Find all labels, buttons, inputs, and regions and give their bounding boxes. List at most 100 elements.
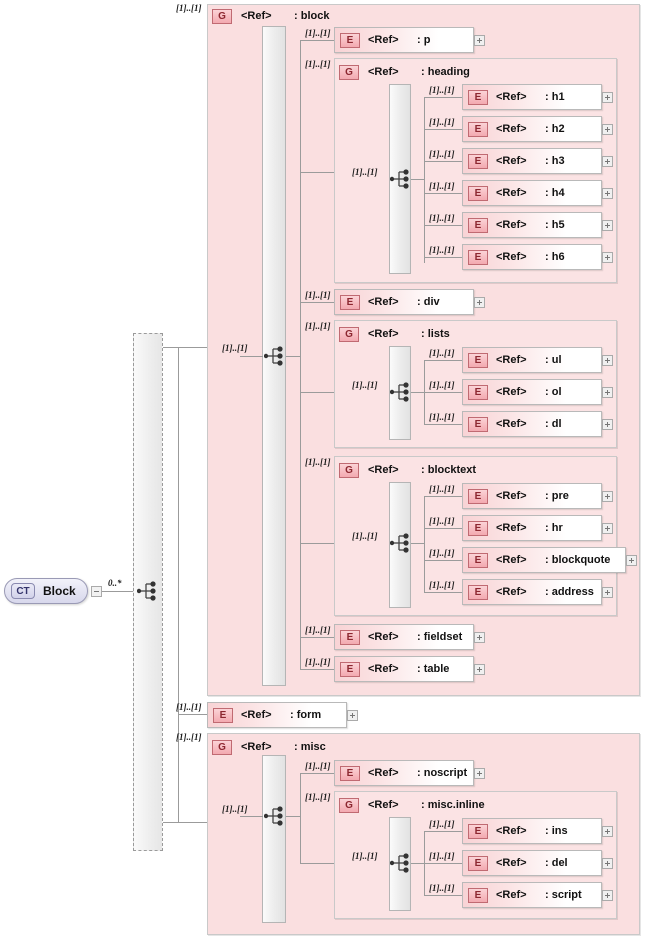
group-header-miscinline[interactable]: G <Ref> : misc.inline [339,795,485,815]
ref-label: <Ref> [368,464,399,476]
group-badge: G [339,462,359,478]
node-del[interactable]: E <Ref> : del [462,850,602,876]
cardinality-misc: [1]..[1] [176,732,202,742]
node-h4[interactable]: E <Ref> : h4 [462,180,602,206]
group-badge: G [339,64,359,80]
connector-h1 [424,97,462,98]
node-h1[interactable]: E <Ref> : h1 [462,84,602,110]
node-h3[interactable]: E <Ref> : h3 [462,148,602,174]
plus-icon[interactable] [626,555,637,566]
root-occurrence: 0..* [108,578,122,588]
cardinality-miscinline: [1]..[1] [305,792,331,802]
plus-icon[interactable] [602,156,613,167]
node-name-fieldset: : fieldset [417,631,463,643]
plus-icon[interactable] [474,35,485,46]
node-ul[interactable]: E <Ref> : ul [462,347,602,373]
ref-label: <Ref> [496,91,527,103]
node-name-script: : script [545,889,582,901]
miscinline-choice-bar[interactable] [389,817,411,911]
cardinality-p: [1]..[1] [305,28,331,38]
node-noscript[interactable]: E <Ref> : noscript [334,760,474,786]
group-header-lists[interactable]: G <Ref> : lists [339,324,450,344]
node-blockquote[interactable]: E <Ref> : blockquote [462,547,626,573]
element-badge: E [468,584,488,600]
node-ol[interactable]: E <Ref> : ol [462,379,602,405]
plus-icon[interactable] [602,587,613,598]
choice-icon [264,806,283,826]
node-name-dl: : dl [545,418,562,430]
node-name-ul: : ul [545,354,562,366]
plus-icon[interactable] [602,890,613,901]
plus-icon[interactable] [602,188,613,199]
group-name-miscinline: : misc.inline [421,799,485,811]
cardinality-hr: [1]..[1] [429,516,455,526]
plus-icon[interactable] [602,419,613,430]
group-name-heading: : heading [421,66,470,78]
plus-icon[interactable] [602,220,613,231]
connector-branch-block [178,347,208,348]
plus-icon[interactable] [602,355,613,366]
root-complextype-block[interactable]: CT Block [4,578,88,604]
node-name-form: : form [290,709,322,721]
node-hr[interactable]: E <Ref> : hr [462,515,602,541]
plus-icon[interactable] [347,710,358,721]
node-form[interactable]: E <Ref> : form [207,702,347,728]
plus-icon[interactable] [602,124,613,135]
node-name-address: : address [545,586,594,598]
element-badge: E [468,488,488,504]
node-name-h5: : h5 [545,219,565,231]
connector-misc-bar-out [286,816,301,817]
ref-label: <Ref> [368,631,399,643]
node-h2[interactable]: E <Ref> : h2 [462,116,602,142]
lists-choice-bar[interactable] [389,346,411,440]
node-h6[interactable]: E <Ref> : h6 [462,244,602,270]
node-name-ol: : ol [545,386,562,398]
minus-icon[interactable] [91,586,102,597]
node-script[interactable]: E <Ref> : script [462,882,602,908]
plus-icon[interactable] [602,491,613,502]
node-p[interactable]: E <Ref> : p [334,27,474,53]
node-h5[interactable]: E <Ref> : h5 [462,212,602,238]
element-badge: E [468,249,488,265]
group-header-blocktext[interactable]: G <Ref> : blocktext [339,460,476,480]
connector-lists-bar-out [411,392,424,393]
plus-icon[interactable] [602,252,613,263]
plus-icon[interactable] [602,92,613,103]
node-ins[interactable]: E <Ref> : ins [462,818,602,844]
cardinality-div: [1]..[1] [305,290,331,300]
plus-icon[interactable] [474,632,485,643]
plus-icon[interactable] [474,664,485,675]
connector-dl [424,424,462,425]
element-badge: E [468,520,488,536]
connector-outer-lower [163,822,179,823]
node-name-noscript: : noscript [417,767,468,779]
misc-choice-bar[interactable] [262,755,286,923]
plus-icon[interactable] [602,523,613,534]
cardinality-form: [1]..[1] [176,702,202,712]
cardinality-noscript: [1]..[1] [305,761,331,771]
cardinality-heading-inner: [1]..[1] [352,167,378,177]
group-header-misc[interactable]: G <Ref> : misc [212,737,326,757]
ref-label: <Ref> [496,251,527,263]
plus-icon[interactable] [602,826,613,837]
node-name-div: : div [417,296,440,308]
node-address[interactable]: E <Ref> : address [462,579,602,605]
cardinality-lists: [1]..[1] [305,321,331,331]
node-div[interactable]: E <Ref> : div [334,289,474,315]
group-badge: G [212,8,232,24]
element-badge: E [468,89,488,105]
blocktext-choice-bar[interactable] [389,482,411,608]
node-table[interactable]: E <Ref> : table [334,656,474,682]
group-badge: G [212,739,232,755]
connector-p [300,40,334,41]
plus-icon[interactable] [474,768,485,779]
plus-icon[interactable] [602,387,613,398]
group-header-block[interactable]: G <Ref> : block [212,6,329,26]
group-header-heading[interactable]: G <Ref> : heading [339,62,470,82]
plus-icon[interactable] [602,858,613,869]
plus-icon[interactable] [474,297,485,308]
node-pre[interactable]: E <Ref> : pre [462,483,602,509]
node-dl[interactable]: E <Ref> : dl [462,411,602,437]
node-fieldset[interactable]: E <Ref> : fieldset [334,624,474,650]
